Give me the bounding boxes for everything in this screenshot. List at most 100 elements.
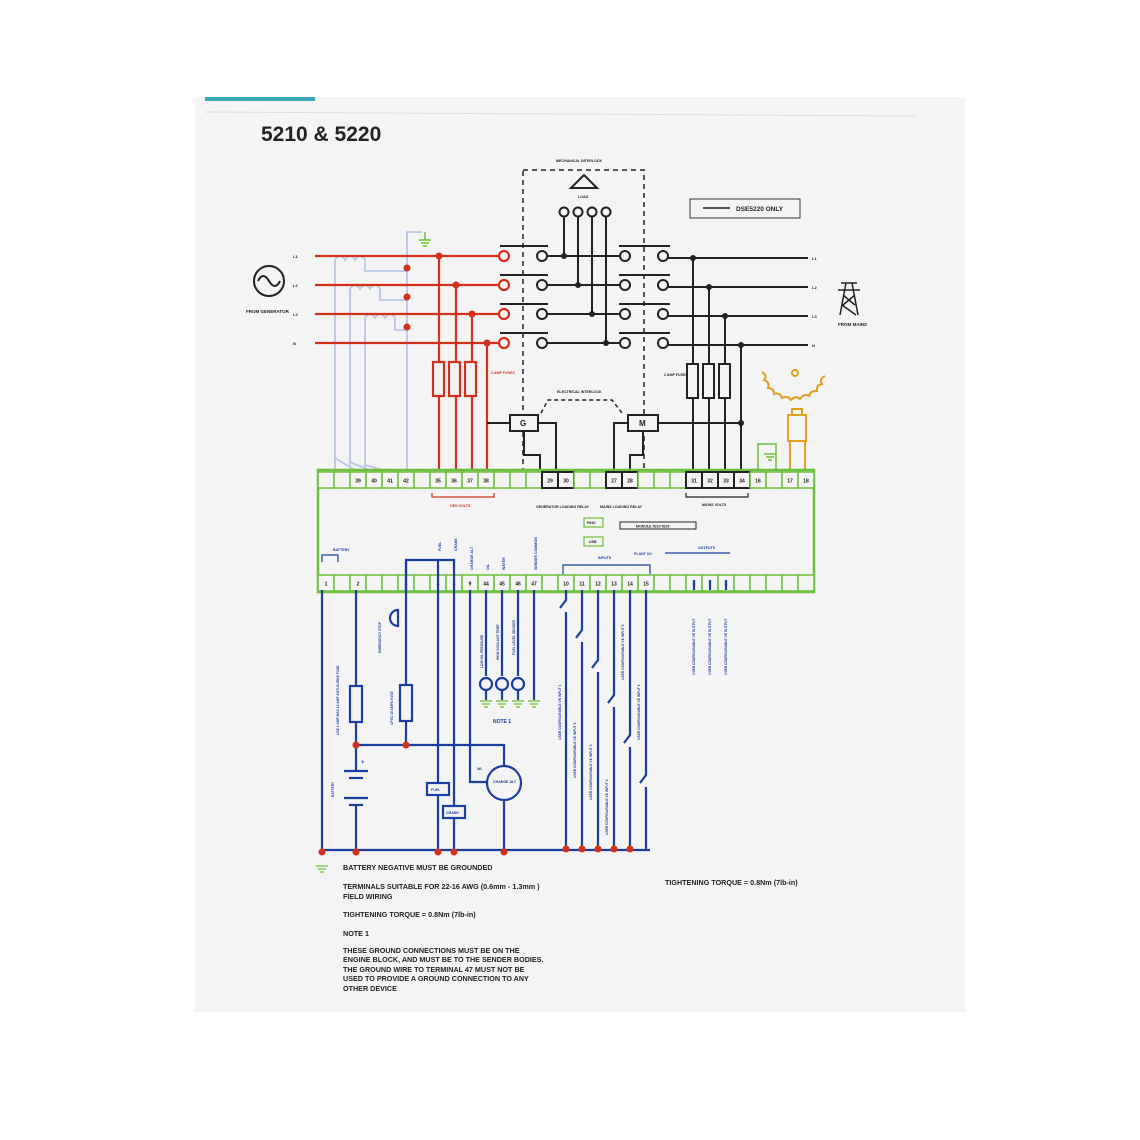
charge-alt-terminal-label: CHARGE ALT	[470, 546, 474, 570]
user-output-label: USER CONFIGURABLE VE OUTPUT	[724, 619, 728, 675]
terminal-18	[797, 471, 815, 489]
ground-icon	[757, 443, 777, 472]
controller-module	[316, 468, 816, 594]
usb-port[interactable]	[583, 536, 604, 547]
gen-fuse	[463, 360, 478, 398]
terminal-blank	[781, 574, 799, 592]
main-fuse-label: USE 1 AMP MAX 10 AMP ANTI-SURGE FUSE	[336, 665, 340, 735]
terminals-note: TERMINALS SUITABLE FOR 22-16 AWG (0.6mm …	[343, 882, 540, 891]
high-coolant-label: HIGH COOLANT TEMP	[496, 624, 500, 660]
legend-label: DSE5220 ONLY	[736, 206, 784, 213]
user-input-label: USER CONFIGURABLE VE INPUT 5	[621, 624, 625, 680]
estop-fuse-label: UPTO 10 AMPS FUSE	[390, 690, 394, 725]
terminal-number: 27	[611, 479, 617, 485]
wl-label: WL	[477, 767, 483, 771]
terminal-number: 36	[451, 479, 457, 485]
terminal-blank	[797, 574, 815, 592]
inputs-label: INPUTS	[598, 556, 612, 560]
user-input-label: USER CONFIGURABLE VE INPUT 2	[573, 722, 577, 778]
note1-line: THESE GROUND CONNECTIONS MUST BE ON THE	[343, 946, 520, 955]
mains-fuse	[718, 363, 731, 399]
terminal-number: 33	[723, 479, 729, 485]
outputs-label: OUTPUTS	[698, 546, 716, 550]
terminal-blank	[413, 471, 431, 489]
note1-marker: NOTE 1	[493, 719, 511, 725]
terminal-number: 47	[531, 582, 537, 588]
torque-note-left: TIGHTENING TORQUE = 0.8Nm (7lb-in)	[343, 910, 476, 919]
mechanical-interlock-label: MECHANICAL INTERLOCK	[556, 159, 602, 163]
terminal-blank	[749, 574, 767, 592]
terminal-number: 18	[803, 479, 809, 485]
terminal-number: 39	[355, 479, 361, 485]
user-input-label: USER CONFIGURABLE VE INPUT 3	[589, 744, 593, 800]
terminal-blank	[765, 574, 783, 592]
user-output-label: USER CONFIGURABLE VE OUTPUT	[692, 619, 696, 675]
terminal-blank	[733, 574, 751, 592]
user-input-label: USER CONFIGURABLE VE INPUT 1	[558, 684, 562, 740]
plant-io-label: PLANT I/O	[634, 552, 652, 556]
gen-loading-relay-label: GENERATOR LOADING RELAY	[536, 505, 590, 509]
terminal-number: 31	[691, 479, 697, 485]
mains-fuse	[702, 363, 715, 399]
terminal-number: 16	[755, 479, 761, 485]
water-terminal-label: WATER	[502, 557, 506, 570]
note1-line: ENGINE BLOCK, AND MUST BE TO THE SENDER …	[343, 955, 543, 964]
terminal-number: 28	[627, 479, 633, 485]
usb-label: USB	[589, 540, 597, 544]
gen-phase-l1: L1	[293, 254, 298, 259]
sender-common-label: SENDER COMMON	[534, 537, 538, 570]
sender-ground-icons	[316, 700, 540, 873]
page-title: 5210 & 5220	[261, 123, 381, 146]
pylon-icon	[838, 282, 860, 316]
terminal-blank	[381, 574, 399, 592]
gen-fuse	[431, 360, 446, 398]
gen-fuse	[447, 360, 462, 398]
terminal-blank	[573, 471, 591, 489]
user-output-label: USER CONFIGURABLE VE OUTPUT	[708, 619, 712, 675]
note1-line: USED TO PROVIDE A GROUND CONNECTION TO A…	[343, 974, 529, 983]
terminal-number: 1	[325, 582, 328, 588]
terminal-blank	[669, 471, 687, 489]
terminal-number: 11	[579, 582, 585, 588]
note1-line: THE GROUND WIRE TO TERMINAL 47 MUST NOT …	[343, 965, 525, 974]
charge-alt-label: CHARGE ALT	[493, 780, 517, 784]
fuel-relay-label: FUEL	[431, 788, 441, 792]
terminal-blank	[589, 471, 607, 489]
terminal-blank	[669, 574, 687, 592]
battery-terminal-label: BATTERY	[333, 548, 350, 552]
terminal-number: 40	[371, 479, 377, 485]
p810-label: P810	[587, 521, 595, 525]
battery-ground-note: BATTERY NEGATIVE MUST BE GROUNDED	[343, 863, 492, 872]
mains-loading-relay-label: MAINS LOADING RELAY	[600, 505, 643, 509]
from-generator-label: FROM GENERATOR	[246, 309, 290, 314]
fuel-level-label: FUEL LEVEL SENSOR	[512, 620, 516, 655]
terminal-number: 42	[403, 479, 409, 485]
crank-relay-label: CRANK	[446, 811, 459, 815]
terminal-blank	[317, 471, 335, 489]
terminal-blank	[365, 574, 383, 592]
terminal-number: 2	[357, 582, 360, 588]
generator-wiring	[315, 249, 511, 472]
terminal-blank	[413, 574, 431, 592]
terminal-number: 46	[515, 582, 521, 588]
battery-label: BATTERY	[331, 781, 335, 797]
gen-phase-n: N	[293, 341, 296, 346]
terminal-number: 9	[469, 582, 472, 588]
terminal-number: 32	[707, 479, 713, 485]
mains-phase-n: N	[812, 343, 815, 348]
gen-phase-l2: L2	[293, 283, 298, 288]
terminal-blank	[653, 471, 671, 489]
mains-fuse	[686, 363, 699, 399]
oil-terminal-label: OIL	[486, 563, 490, 570]
legend-box	[689, 198, 801, 219]
dc-junctions	[318, 741, 634, 856]
terminal-number: 45	[499, 582, 505, 588]
load-terminals	[558, 206, 612, 344]
terminal-blank	[525, 471, 543, 489]
p810-port[interactable]	[583, 517, 604, 528]
terminal-number: 15	[643, 582, 649, 588]
gen-contactor-label: G	[520, 419, 526, 428]
fuel-terminal-label: FUEL	[438, 541, 442, 551]
